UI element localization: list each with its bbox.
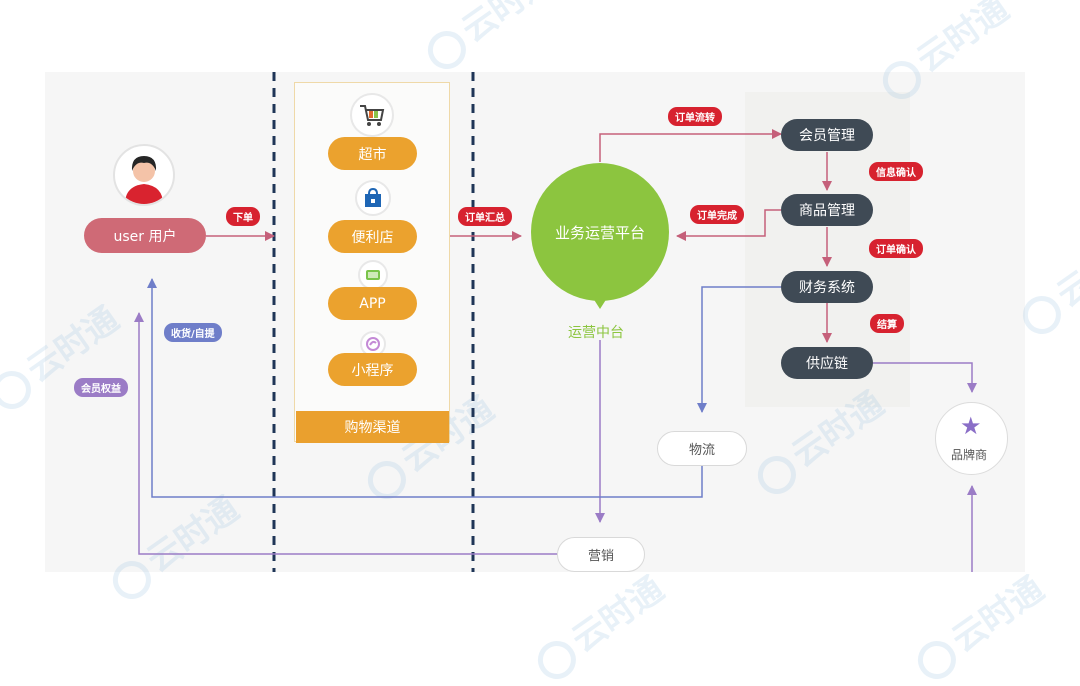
arrow-order-flow (599, 129, 782, 162)
tag-place-order: 下单 (226, 207, 260, 226)
flow-connectors (134, 72, 977, 572)
tag-receive: 收货/自提 (164, 323, 222, 342)
tag-order-confirm: 订单确认 (869, 239, 923, 258)
channel-app: APP (328, 287, 417, 320)
supply-chain-node: 供应链 (781, 347, 873, 379)
star-icon: ★ (960, 412, 982, 440)
arrow-receive (147, 278, 703, 498)
brand-node (935, 402, 1008, 475)
arrow-supply-brand (873, 362, 977, 393)
hub-pointer (591, 295, 609, 309)
channel-mini-program: 小程序 (328, 353, 417, 386)
tag-settlement: 结算 (870, 314, 904, 333)
brand-label: 品牌商 (951, 448, 988, 462)
finance-system-node: 财务系统 (781, 271, 873, 303)
tag-order-complete: 订单完成 (690, 205, 744, 224)
marketing-node: 营销 (557, 537, 645, 572)
product-management-node: 商品管理 (781, 194, 873, 226)
store-bag-icon (355, 180, 391, 216)
arrow-order-complete (676, 209, 781, 241)
tag-order-summary: 订单汇总 (458, 207, 512, 226)
arrow-finance-logistics (697, 286, 781, 413)
business-operation-platform: 业务运营平台 (531, 163, 669, 301)
user-avatar-icon (113, 144, 175, 206)
user-node: user 用户 (84, 218, 206, 253)
tag-member-benefits: 会员权益 (74, 378, 128, 397)
logistics-node: 物流 (657, 431, 747, 466)
shopping-cart-icon (350, 93, 394, 137)
channel-footer: 购物渠道 (296, 411, 449, 443)
tag-info-confirm: 信息确认 (869, 162, 923, 181)
member-management-node: 会员管理 (781, 119, 873, 151)
phone-app-icon (358, 260, 388, 290)
channel-supermarket: 超市 (328, 137, 417, 170)
channel-convenience-store: 便利店 (328, 220, 417, 253)
hub-caption: 运营中台 (568, 325, 624, 341)
arrow-member-benefits (134, 312, 557, 555)
tag-order-flow: 订单流转 (668, 107, 722, 126)
